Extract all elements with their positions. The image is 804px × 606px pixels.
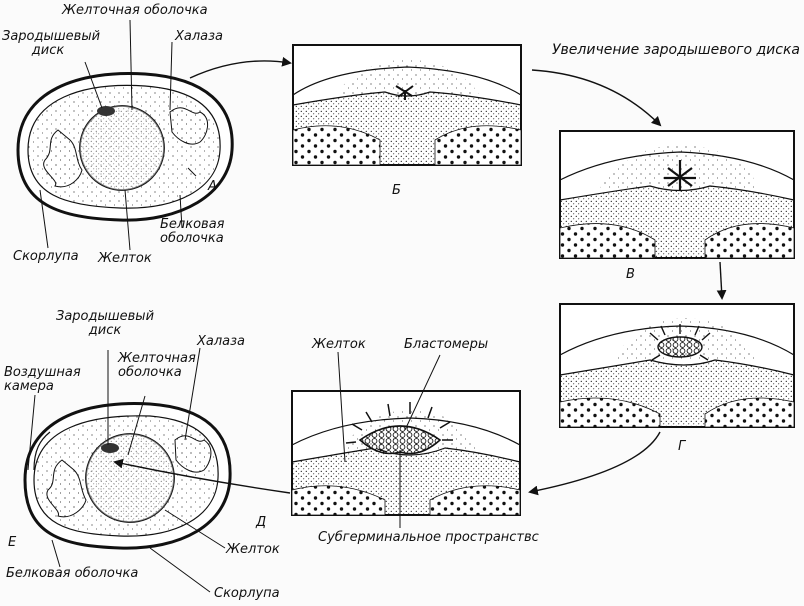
label-e-yolk: Желток bbox=[226, 542, 280, 557]
label-e-chalaza: Халаза bbox=[197, 334, 246, 349]
label-subgerminal-space: Субгерминальное пространствс bbox=[318, 530, 539, 545]
label-a-chalaza: Халаза bbox=[175, 29, 224, 44]
label-a-shell: Скорлупа bbox=[13, 249, 79, 264]
label-e-shell: Скорлупа bbox=[214, 586, 280, 601]
label-e-vitelline-membrane: Желточная оболочка bbox=[118, 351, 196, 380]
label-e-germinal-disc: Зародышевый диск bbox=[55, 309, 155, 338]
label-d-blastomeres: Бластомеры bbox=[404, 337, 489, 352]
label-a-albumen-membrane: Белковая оболочка bbox=[160, 217, 225, 246]
label-a-yolk: Желток bbox=[98, 251, 152, 266]
panel-b bbox=[292, 44, 522, 166]
label-a-letter: А bbox=[208, 179, 217, 194]
label-d-yolk: Желток bbox=[312, 337, 366, 352]
label-b-letter: Б bbox=[392, 183, 401, 198]
stage-arrows bbox=[113, 56, 727, 496]
label-a-germinal-disc: Зародышевый диск bbox=[2, 29, 101, 58]
label-g-letter: Г bbox=[678, 439, 686, 454]
label-disc-enlargement: Увеличение зародышевого диска bbox=[552, 42, 800, 58]
label-d-letter: Д bbox=[256, 515, 267, 530]
label-v-letter: В bbox=[626, 267, 635, 282]
label-e-letter: Е bbox=[8, 535, 17, 550]
label-e-air-chamber: Воздушная камера bbox=[4, 365, 81, 394]
panel-d bbox=[291, 390, 521, 516]
panel-g bbox=[559, 303, 795, 428]
label-a-vitelline-membrane: Желточная оболочка bbox=[62, 3, 208, 18]
panel-v bbox=[559, 130, 795, 259]
leader-lines bbox=[27, 19, 441, 593]
label-e-albumen-membrane: Белковая оболочка bbox=[6, 566, 139, 581]
egg-e bbox=[23, 402, 232, 550]
egg-a bbox=[16, 72, 234, 222]
